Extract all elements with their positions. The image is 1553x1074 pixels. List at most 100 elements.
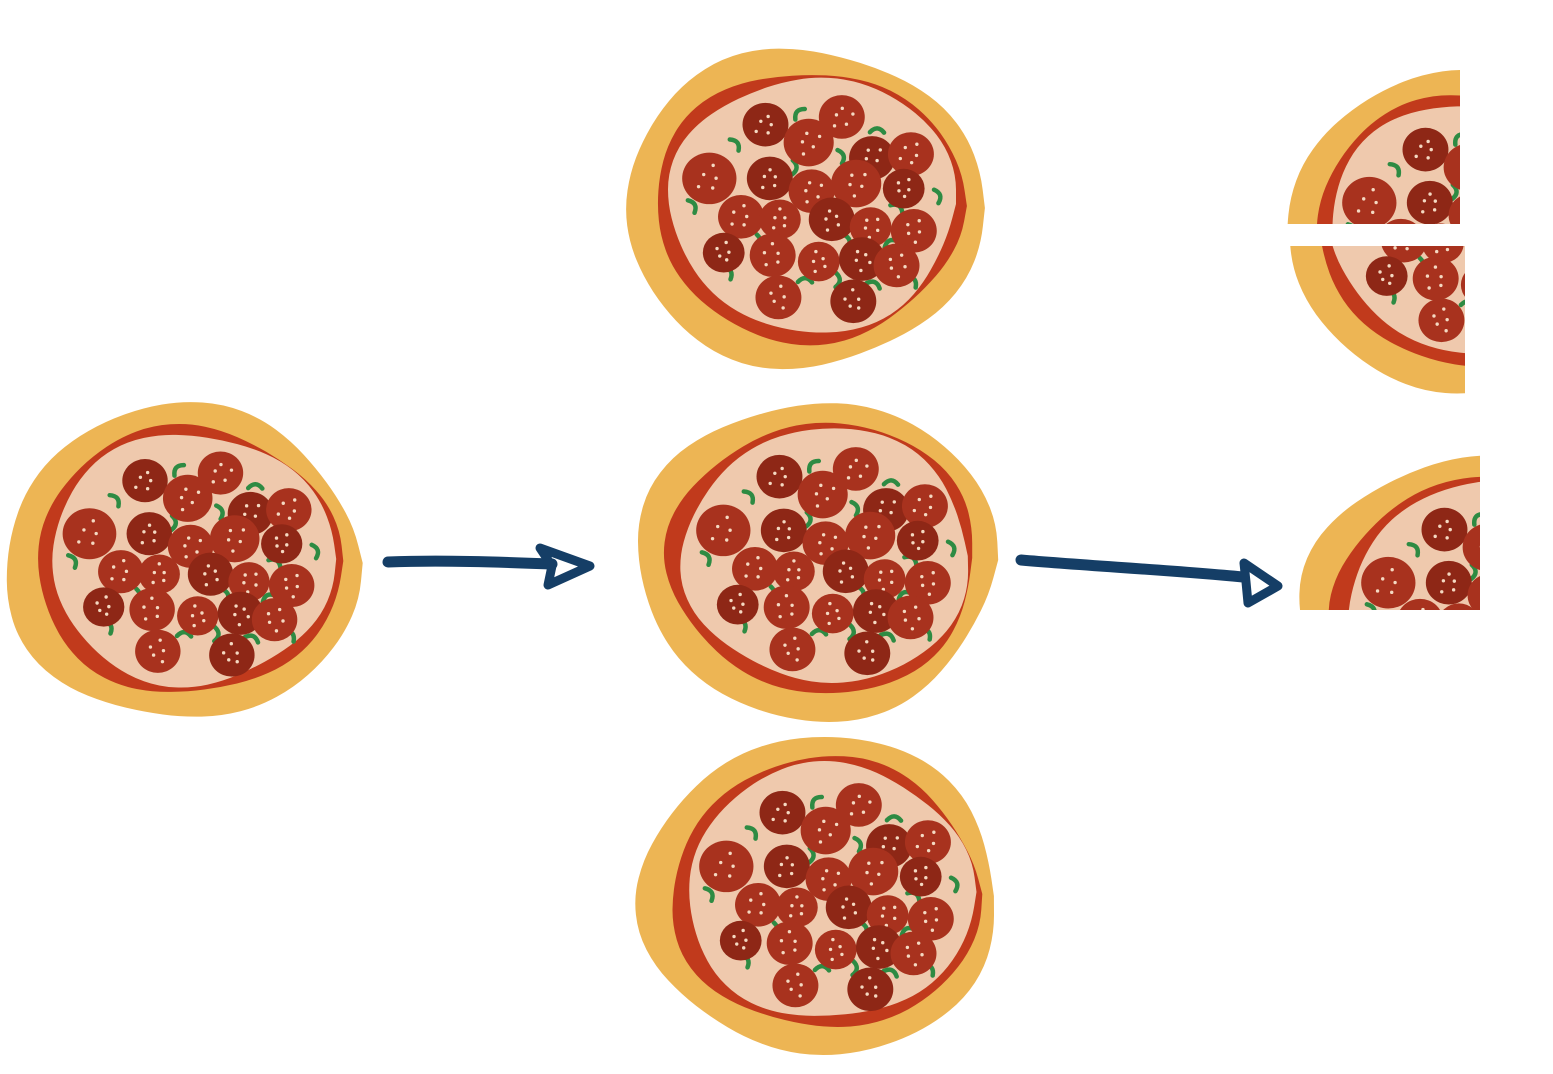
green-pepper xyxy=(1452,131,1460,147)
arrow-third-to-quarter xyxy=(1015,554,1283,608)
pepperoni xyxy=(769,627,816,672)
green-pepper xyxy=(864,279,882,291)
green-pepper xyxy=(931,187,943,206)
pepperoni xyxy=(759,199,801,240)
pepperoni xyxy=(1512,161,1553,205)
pepperoni xyxy=(1518,641,1553,685)
green-pepper xyxy=(809,627,829,637)
pizza-whole-bottom xyxy=(635,736,995,1056)
green-pepper xyxy=(685,198,698,216)
pepperoni xyxy=(266,488,312,532)
pepperoni xyxy=(1502,261,1548,305)
pepperoni xyxy=(766,921,813,966)
pepperoni xyxy=(1510,564,1553,612)
green-pepper xyxy=(1530,302,1545,313)
green-pepper xyxy=(1506,257,1513,272)
green-pepper xyxy=(107,492,121,509)
green-pepper xyxy=(1549,532,1553,539)
pepperoni xyxy=(719,920,762,961)
green-pepper xyxy=(1513,676,1520,691)
pepperoni xyxy=(873,243,920,288)
pepperoni xyxy=(887,595,934,640)
green-pepper xyxy=(1533,152,1548,159)
pepperoni xyxy=(1491,184,1541,232)
green-pepper xyxy=(1503,257,1510,272)
arrow-1-head xyxy=(535,543,595,590)
pepperoni xyxy=(702,232,745,273)
green-pepper xyxy=(792,106,808,122)
green-pepper xyxy=(884,814,904,823)
pepperoni xyxy=(1498,500,1544,544)
pepperoni xyxy=(759,790,806,835)
green-pepper xyxy=(1501,174,1508,189)
pizza-whole-top xyxy=(626,48,985,370)
pepperoni xyxy=(1422,246,1464,263)
pepperoni xyxy=(1460,273,1465,297)
pepperoni xyxy=(209,515,260,563)
pepperoni xyxy=(1381,246,1427,263)
pepperoni xyxy=(907,897,954,941)
pepperoni xyxy=(811,593,854,634)
pepperoni xyxy=(122,459,168,503)
green-pepper xyxy=(795,275,815,285)
green-pepper xyxy=(1471,511,1480,527)
pepperoni xyxy=(1429,637,1475,681)
pepperoni xyxy=(822,549,869,594)
pepperoni xyxy=(848,847,899,896)
pepperoni xyxy=(763,844,810,889)
pizza-whole-middle xyxy=(637,403,999,722)
green-pepper xyxy=(1497,296,1504,311)
green-pepper xyxy=(1546,262,1553,272)
green-pepper xyxy=(1458,298,1465,308)
pepperoni xyxy=(1406,180,1453,224)
green-pepper xyxy=(702,886,715,904)
pepperoni xyxy=(844,631,891,676)
green-pepper xyxy=(849,499,861,518)
green-pepper xyxy=(212,624,221,644)
pepperoni xyxy=(251,598,298,642)
pizza-half-upper xyxy=(1287,70,1553,311)
green-pepper xyxy=(850,958,860,978)
pizza-whole-left xyxy=(6,402,363,717)
pepperoni xyxy=(896,520,939,561)
pepperoni xyxy=(1361,556,1416,609)
pepperoni xyxy=(1434,678,1480,722)
pepperoni xyxy=(832,447,879,491)
pepperoni xyxy=(1425,560,1472,605)
pepperoni xyxy=(98,550,144,594)
pepperoni xyxy=(735,882,781,927)
pepperoni xyxy=(1472,221,1518,265)
green-pepper xyxy=(1530,152,1545,159)
green-pepper xyxy=(1494,296,1501,311)
pepperoni xyxy=(1509,682,1553,726)
pepperoni xyxy=(129,587,175,632)
pepperoni xyxy=(1534,267,1553,311)
pepperoni xyxy=(882,168,925,209)
pepperoni xyxy=(845,511,896,560)
pepperoni xyxy=(135,629,181,673)
green-pepper xyxy=(806,458,822,474)
green-pepper xyxy=(172,462,187,478)
pizza-quarter xyxy=(1299,455,1553,726)
pepperoni xyxy=(1421,507,1468,552)
pepperoni xyxy=(1479,120,1525,164)
pepperoni xyxy=(138,554,180,594)
green-pepper xyxy=(812,963,832,973)
green-pepper xyxy=(948,875,960,894)
green-pepper xyxy=(741,489,756,505)
pepperoni xyxy=(852,589,899,633)
green-pepper xyxy=(242,633,261,645)
pepperoni xyxy=(1513,231,1553,271)
green-pepper xyxy=(945,539,957,558)
pepperoni xyxy=(209,633,255,677)
pepperoni xyxy=(1488,601,1534,645)
arrow-2-shaft xyxy=(1015,554,1249,583)
pepperoni xyxy=(732,546,778,591)
green-pepper xyxy=(878,631,896,643)
pepperoni xyxy=(800,806,851,855)
green-pepper xyxy=(1406,541,1421,558)
green-pepper xyxy=(809,794,825,810)
pepperoni xyxy=(838,237,885,281)
pepperoni xyxy=(797,241,840,282)
pizzas xyxy=(6,48,1553,1056)
